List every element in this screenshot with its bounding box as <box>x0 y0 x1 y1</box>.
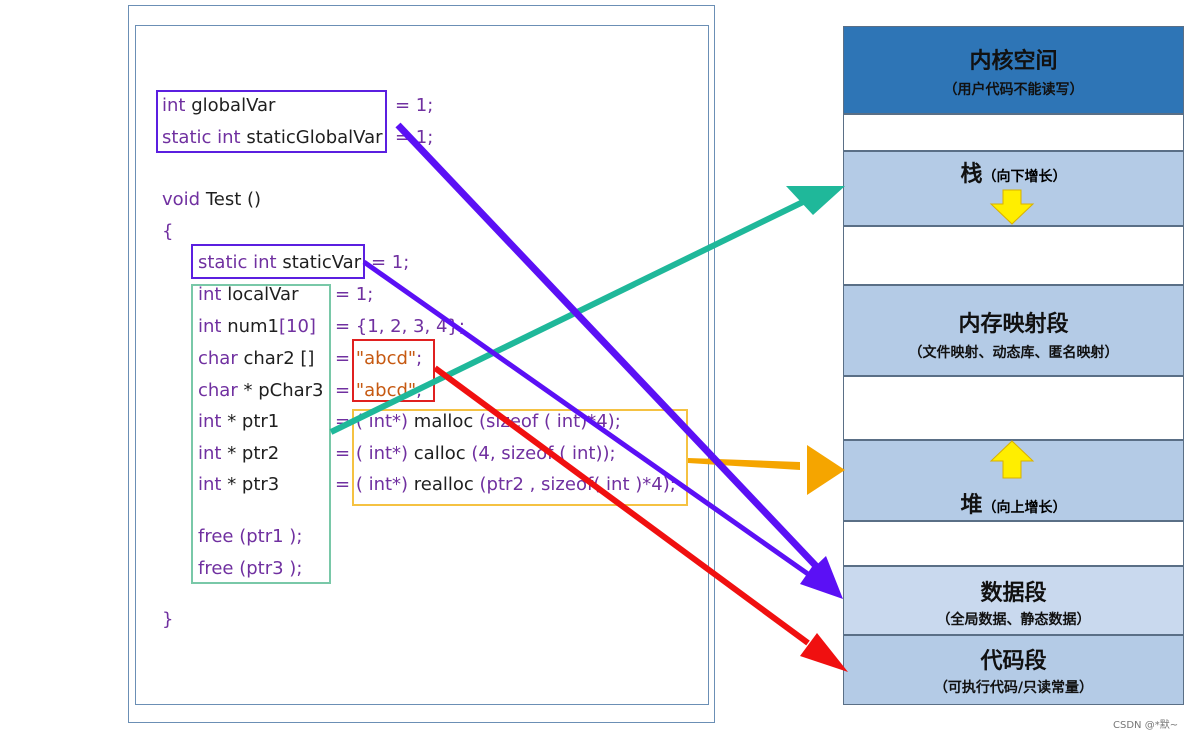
kernel-space-subtitle: （用户代码不能读写） <box>943 82 1084 98</box>
stack-pointer-arrow-head <box>786 186 845 215</box>
code-line-char2-assign: = "abcd"; <box>335 348 423 369</box>
code-line-char2: char char2 [] <box>198 348 315 369</box>
data-segment-title: 数据段 <box>980 580 1047 606</box>
static-var-highlight-box <box>191 244 365 279</box>
gap-stack-mmap <box>843 226 1184 285</box>
code-segment-title: 代码段 <box>980 648 1047 674</box>
heap-title: 堆 <box>960 492 983 518</box>
heap-growth-up-arrow <box>989 440 1035 479</box>
mmap-title: 内存映射段 <box>958 311 1069 337</box>
image-credit: CSDN @*默~ <box>1113 720 1179 731</box>
heap-subtitle: （向上增长） <box>982 500 1067 516</box>
code-line-global-var-assign: = 1; <box>395 95 434 116</box>
code-line-global-var: int globalVar <box>162 95 276 116</box>
code-line-ptr3-assign: = ( int*) realloc (ptr2 , sizeof( int )*… <box>335 474 676 495</box>
code-line-num1: int num1[10] <box>198 316 316 337</box>
kernel-space-title: 内核空间 <box>969 48 1058 74</box>
code-line-static-var: static int staticVar <box>198 252 362 273</box>
global-vars-highlight-box <box>156 90 387 153</box>
code-open-brace: { <box>162 221 174 242</box>
gap-kernel-stack <box>843 114 1184 151</box>
data-segment-subtitle: （全局数据、静态数据） <box>936 612 1091 628</box>
data-segment: 数据段 （全局数据、静态数据） <box>843 566 1184 635</box>
string-literal-code-arrow-head <box>800 633 848 672</box>
kernel-space-segment: 内核空间 （用户代码不能读写） <box>843 26 1184 114</box>
code-line-pchar3: char * pChar3 <box>198 380 324 401</box>
gap-heap-data <box>843 521 1184 566</box>
code-line-num1-assign: = {1, 2, 3, 4}; <box>335 316 465 337</box>
mmap-segment: 内存映射段 （文件映射、动态库、匿名映射） <box>843 285 1184 376</box>
stack-subtitle: （向下增长） <box>982 169 1067 185</box>
code-close-brace: } <box>162 609 174 630</box>
code-panel-outer-frame <box>128 5 715 723</box>
code-line-local-var-assign: = 1; <box>335 284 374 305</box>
code-line-ptr2: int * ptr2 <box>198 443 280 464</box>
heap-alloc-arrow-head <box>807 445 845 495</box>
code-line-static-global-var: static int staticGlobalVar <box>162 127 383 148</box>
code-line-ptr3: int * ptr3 <box>198 474 280 495</box>
code-segment-subtitle: （可执行代码/只读常量） <box>933 680 1094 696</box>
code-line-function-signature: void Test () <box>162 189 262 210</box>
code-panel-inner-frame <box>135 25 709 705</box>
mmap-subtitle: （文件映射、动态库、匿名映射） <box>908 345 1119 361</box>
stack-title: 栈 <box>960 161 983 187</box>
heap-alloc-arrow-shaft <box>688 458 800 470</box>
code-line-free-ptr3: free (ptr3 ); <box>198 558 303 579</box>
code-line-local-var: int localVar <box>198 284 299 305</box>
heap-label: 堆（向上增长） <box>844 487 1183 519</box>
static-var-data-arrow-shaft <box>362 259 810 577</box>
gap-mmap-heap <box>843 376 1184 440</box>
stack-growth-down-arrow <box>989 189 1035 225</box>
heap-alloc-highlight-box <box>352 409 688 506</box>
global-vars-data-arrow-shaft <box>395 122 819 569</box>
code-line-ptr1: int * ptr1 <box>198 411 280 432</box>
code-line-free-ptr1: free (ptr1 ); <box>198 526 303 547</box>
static-var-data-arrow-head <box>800 564 843 599</box>
string-literal-code-arrow-shaft <box>433 365 810 646</box>
code-segment: 代码段 （可执行代码/只读常量） <box>843 635 1184 705</box>
stack-label: 栈（向下增长） <box>844 156 1183 188</box>
stack-pointer-arrow-shaft <box>329 198 807 435</box>
local-vars-highlight-box <box>191 284 331 584</box>
